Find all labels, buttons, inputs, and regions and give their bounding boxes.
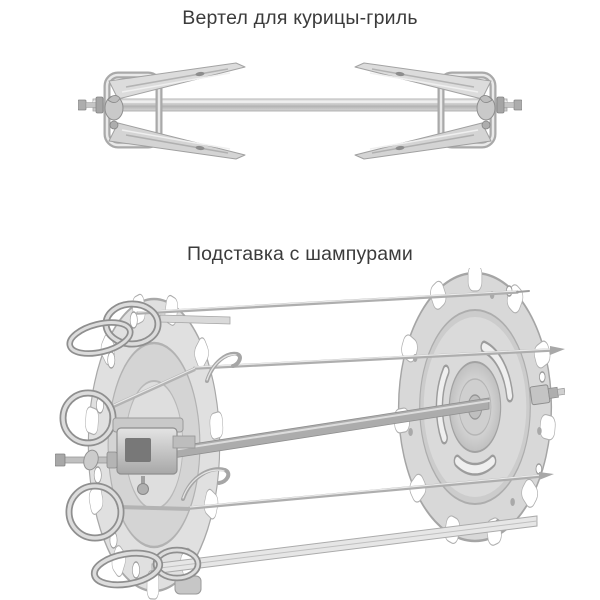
rotisserie-spit-image (78, 45, 522, 165)
right-gear-disc (393, 268, 556, 546)
stand-caption: Подставка с шампурами (186, 243, 414, 265)
skewer-4-handle (65, 482, 191, 542)
skewer-rods (114, 290, 565, 575)
top-flat-tab (159, 314, 231, 325)
skewer-top (136, 290, 530, 315)
skewer-2-handle (59, 367, 196, 447)
skewer-bottom-handle (90, 546, 202, 595)
skewer-stand-image (55, 268, 565, 600)
front-hardware (55, 300, 242, 595)
spit-rod (92, 98, 508, 112)
skewer-2 (193, 346, 565, 370)
spit-caption: Вертел для курицы-гриль (182, 7, 418, 29)
skewer-bottom-flat (151, 515, 538, 575)
stand-thumbscrew (55, 449, 118, 471)
skewer-top-handle (66, 300, 162, 357)
axle-hex-nut (529, 384, 565, 406)
left-disc-holes (93, 311, 140, 579)
axle-clamp-block (112, 417, 196, 495)
right-disc-slots (435, 340, 514, 476)
skewer-4 (188, 472, 554, 510)
